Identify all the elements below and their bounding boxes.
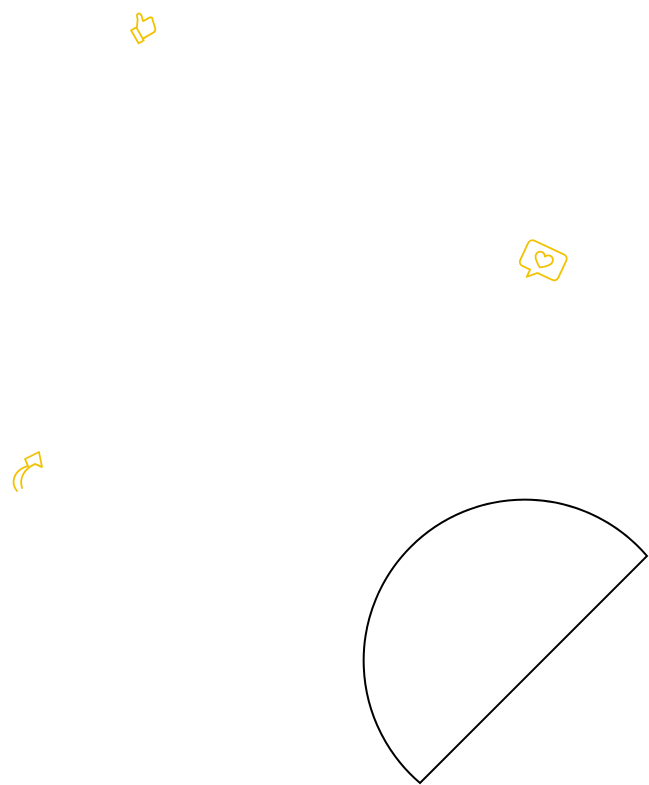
thumbs-up-icon [130, 12, 157, 45]
curved-share-arrow-icon [12, 451, 43, 492]
heart-speech-bubble-icon [518, 239, 568, 282]
